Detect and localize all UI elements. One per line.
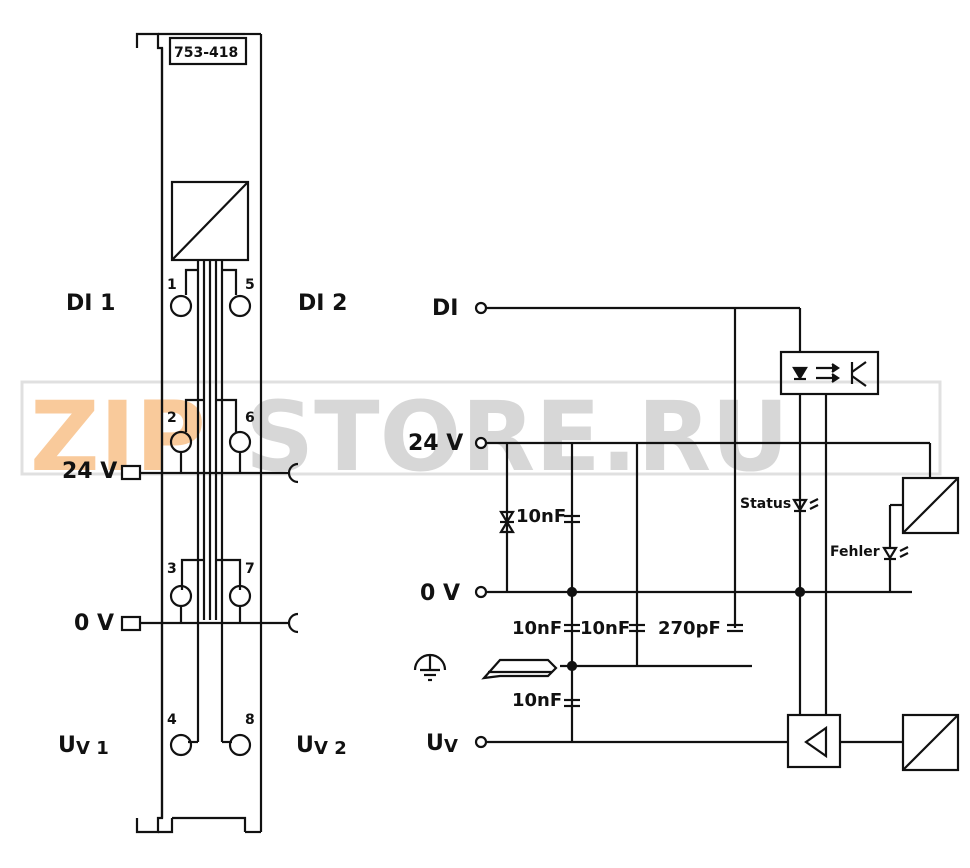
watermark: ZIP STORE.RU <box>20 380 942 493</box>
converter-bottom <box>901 713 960 772</box>
optocoupler <box>779 350 880 592</box>
watermark-part1: ZIP <box>30 381 206 493</box>
cap-1 <box>564 514 580 524</box>
bus-24v <box>120 452 299 484</box>
part-number: 753-418 <box>174 45 238 61</box>
watermark-part2: STORE.RU <box>245 381 789 493</box>
terminal-8: 8 <box>245 712 255 728</box>
label-uv1-sub: V 1 <box>76 738 109 759</box>
label-24v-module: 24 V <box>62 459 117 484</box>
cap2-label: 10nF <box>512 618 562 639</box>
cap1-label: 10nF <box>516 506 566 527</box>
terminal-5: 5 <box>245 277 255 293</box>
terminal-7: 7 <box>245 561 255 577</box>
tvs-diode <box>499 510 515 534</box>
label-di: DI <box>432 296 458 321</box>
terminal-6: 6 <box>245 410 255 426</box>
v0-line <box>474 585 912 742</box>
label-0v-module: 0 V <box>74 611 114 636</box>
status-label: Status <box>740 496 791 512</box>
internal-wires <box>180 260 242 744</box>
fehler-label: Fehler <box>830 544 880 560</box>
ground-line <box>481 658 752 680</box>
terminal-3: 3 <box>167 561 177 577</box>
cap3-label: 10nF <box>580 618 630 639</box>
polarity-block <box>786 713 903 769</box>
di-line <box>474 301 802 628</box>
label-uv2-sub: V 2 <box>314 738 347 759</box>
cap4-label: 270pF <box>658 618 721 639</box>
terminal-1: 1 <box>167 277 177 293</box>
label-uv-sub: V <box>444 736 458 757</box>
status-led <box>792 498 819 513</box>
uv-line <box>474 735 788 749</box>
bus-0v <box>120 606 299 634</box>
label-uv-main: U <box>426 731 444 756</box>
label-24v: 24 V <box>408 431 463 456</box>
terminal-2: 2 <box>167 410 177 426</box>
terminal-4: 4 <box>167 712 177 728</box>
converter-top <box>888 476 960 548</box>
label-uv1-main: U <box>58 733 76 758</box>
label-uv2-main: U <box>296 733 314 758</box>
label-di2: DI 2 <box>298 291 347 316</box>
cap-row <box>564 623 743 633</box>
fehler-led <box>882 546 909 592</box>
earth-symbol <box>413 653 447 682</box>
module-outline <box>135 32 263 834</box>
label-0v: 0 V <box>420 581 460 606</box>
v24-line <box>474 436 932 715</box>
cap-5 <box>564 698 580 708</box>
cap5-label: 10nF <box>512 690 562 711</box>
label-di1: DI 1 <box>66 291 115 316</box>
converter-block <box>170 180 250 262</box>
